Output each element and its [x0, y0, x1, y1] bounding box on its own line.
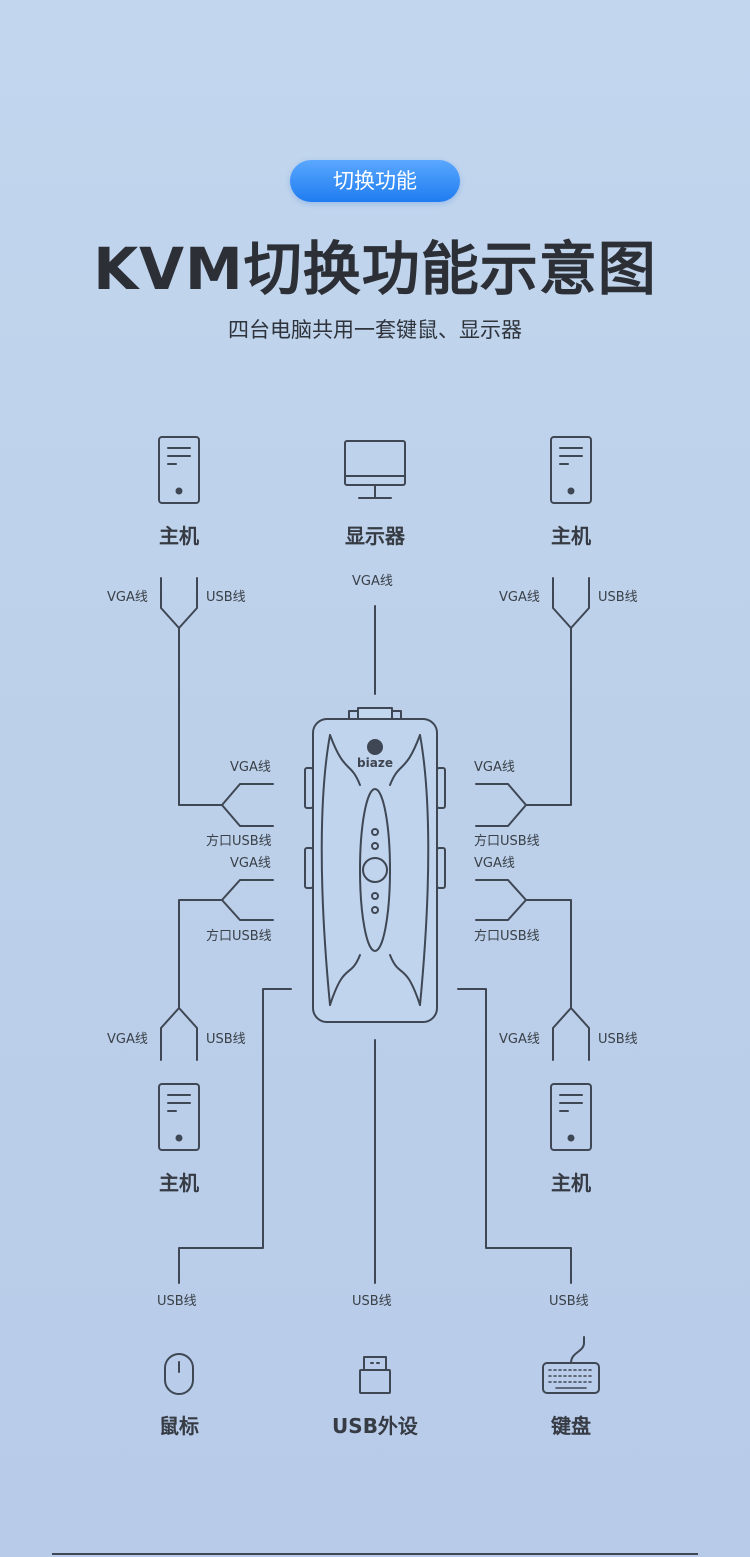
caption-keyboard: 键盘 [551, 1414, 591, 1438]
caption-host-top-right: 主机 [551, 524, 591, 548]
label-br-usb: USB线 [598, 1032, 638, 1047]
label-peripheral-usb: USB线 [352, 1294, 392, 1309]
pc-tower-icon-top-right [550, 436, 592, 504]
label-tl-usb: USB线 [206, 590, 246, 605]
label-tr-usb: USB线 [598, 590, 638, 605]
caption-mouse: 鼠标 [159, 1414, 199, 1438]
caption-host-bottom-right: 主机 [551, 1171, 591, 1195]
label-l2-vga: VGA线 [230, 856, 271, 871]
label-r2-vga: VGA线 [474, 856, 515, 871]
label-tr-vga: VGA线 [499, 590, 540, 605]
usb-connector-icon [359, 1356, 391, 1394]
kvm-switch-device [304, 707, 446, 1023]
cable-top-right-host [475, 577, 590, 827]
caption-host-bottom-left: 主机 [159, 1171, 199, 1195]
label-mouse-usb: USB线 [157, 1294, 197, 1309]
label-r1-vga: VGA线 [474, 760, 515, 775]
cable-bottom-left-host [160, 879, 274, 1061]
pc-tower-icon-bottom-left [158, 1083, 200, 1151]
mouse-icon [164, 1353, 194, 1395]
monitor-icon [344, 440, 406, 499]
keyboard-icon [542, 1336, 600, 1394]
label-r2-usb: 方口USB线 [474, 929, 540, 944]
cable-top-left-host [160, 577, 274, 827]
label-l1-vga: VGA线 [230, 760, 271, 775]
caption-usb-peripheral: USB外设 [332, 1414, 418, 1438]
label-l2-usb: 方口USB线 [206, 929, 272, 944]
label-tl-vga: VGA线 [107, 590, 148, 605]
cable-keyboard-usb [457, 988, 572, 1284]
device-brand-label: biaze [357, 756, 393, 770]
label-keyboard-usb: USB线 [549, 1294, 589, 1309]
label-bl-vga: VGA线 [107, 1032, 148, 1047]
cable-mouse-usb [178, 988, 292, 1284]
page-subtitle: 四台电脑共用一套键鼠、显示器 [228, 318, 522, 342]
label-l1-usb: 方口USB线 [206, 834, 272, 849]
section-badge: 切换功能 [290, 160, 460, 202]
pc-tower-icon-top-left [158, 436, 200, 504]
label-bl-usb: USB线 [206, 1032, 246, 1047]
brand-logo-icon [367, 739, 383, 755]
caption-monitor: 显示器 [345, 524, 405, 548]
caption-host-top-left: 主机 [159, 524, 199, 548]
page-title: KVM切换功能示意图 [93, 235, 657, 303]
label-monitor-vga: VGA线 [352, 574, 393, 589]
label-r1-usb: 方口USB线 [474, 834, 540, 849]
bottom-divider [52, 1553, 698, 1555]
label-br-vga: VGA线 [499, 1032, 540, 1047]
cable-bottom-right-host [475, 879, 590, 1061]
pc-tower-icon-bottom-right [550, 1083, 592, 1151]
